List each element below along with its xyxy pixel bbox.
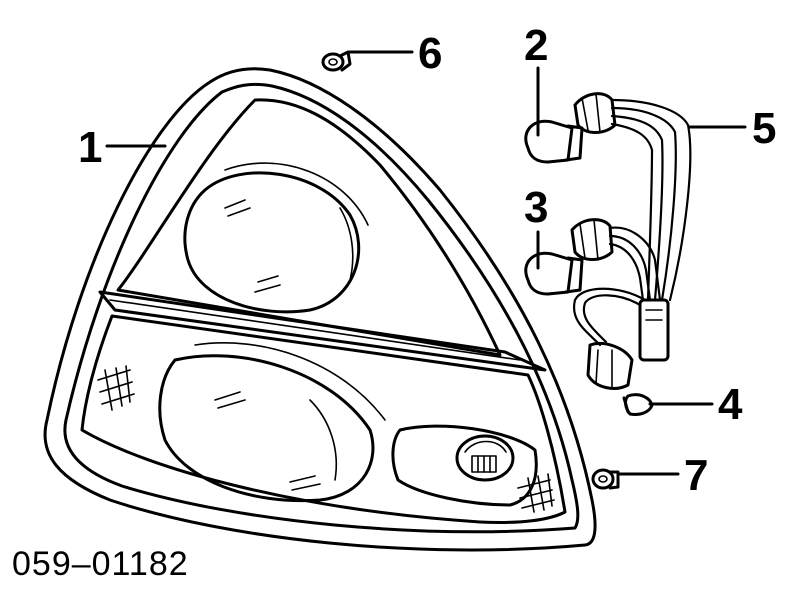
callout-1: 1 [78, 123, 102, 172]
callout-4: 4 [718, 380, 743, 429]
diagram-code: 059–01182 [12, 545, 189, 583]
tail-lamp-housing [43, 67, 597, 552]
callout-3: 3 [524, 183, 548, 232]
callout-5: 5 [752, 104, 776, 153]
bulb-3 [524, 251, 584, 296]
clip-nut-6 [321, 50, 352, 72]
bulb-4 [622, 393, 654, 416]
callout-6: 6 [418, 29, 442, 78]
leader-lines [105, 50, 747, 476]
socket-harness-5 [570, 92, 692, 390]
bulb-2 [524, 119, 584, 164]
grommet-7 [591, 468, 620, 490]
callout-7: 7 [684, 451, 708, 500]
callout-2: 2 [524, 21, 548, 70]
